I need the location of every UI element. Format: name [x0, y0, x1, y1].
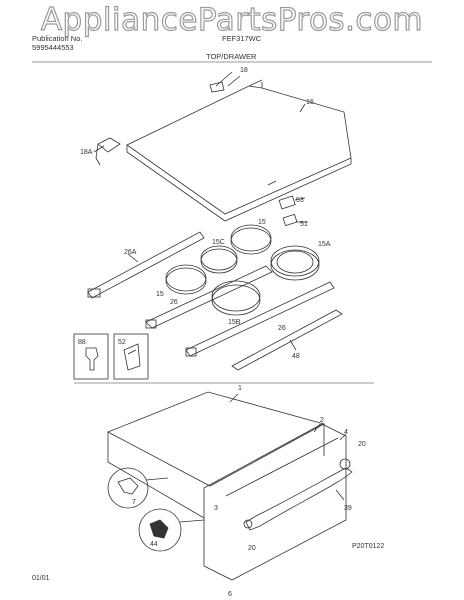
- drawer-handle: [243, 458, 353, 531]
- leader-2: [313, 423, 321, 433]
- callout-1: 1: [238, 385, 242, 392]
- support-rail-26-left: [145, 265, 273, 329]
- detail-circle-7: [107, 467, 169, 509]
- publication-label: Publication No.: [32, 34, 83, 43]
- inset-box-52: [113, 333, 149, 380]
- surface-element-15a: [270, 245, 320, 281]
- leader-18a: [93, 145, 105, 153]
- callout-53: 53: [296, 197, 304, 204]
- leader-1: [229, 393, 239, 403]
- callout-44: 44: [150, 541, 158, 548]
- callout-52: 52: [118, 339, 126, 346]
- leader-39: [335, 489, 345, 501]
- support-rail-26-right: [185, 281, 335, 357]
- callout-26-left: 26: [170, 299, 178, 306]
- drawer-front-panel: [203, 423, 347, 581]
- callout-20-top: 20: [358, 441, 366, 448]
- leader-48: [289, 339, 297, 351]
- callout-39: 39: [344, 505, 352, 512]
- callout-15-top: 15: [258, 219, 266, 226]
- surface-element-15b: [211, 280, 261, 316]
- callout-48: 48: [292, 353, 300, 360]
- inset-box-88: [73, 333, 109, 380]
- callout-18a: 18A: [80, 149, 93, 156]
- switch-51: [282, 213, 308, 227]
- detail-circle-44: [138, 508, 205, 552]
- callout-26-right: 26: [278, 325, 286, 332]
- drawer-body: [107, 391, 326, 519]
- bracket-18a: [95, 137, 121, 166]
- surface-element-15-left: [165, 264, 207, 295]
- surface-element-15c: [230, 224, 272, 255]
- callout-51: 51: [300, 221, 308, 228]
- footer-date: 01/01: [32, 575, 50, 582]
- trim-strip-48: [231, 309, 343, 371]
- model-number: FEF317WC: [222, 34, 262, 43]
- callout-7: 7: [132, 499, 136, 506]
- leader-16: [299, 103, 306, 113]
- callout-88: 88: [78, 339, 86, 346]
- callout-2: 2: [320, 417, 324, 424]
- callout-16: 16: [306, 99, 314, 106]
- callout-6: 6: [228, 591, 232, 598]
- callout-3: 3: [214, 505, 218, 512]
- callout-15-left: 15: [156, 291, 164, 298]
- surface-element-15: [200, 245, 238, 274]
- support-rail-26a: [87, 231, 205, 299]
- callout-15c: 15C: [212, 239, 225, 246]
- callout-18: 18: [240, 67, 248, 74]
- diagram-code: P20T0122: [352, 543, 384, 550]
- switch-53: [278, 195, 306, 210]
- callout-20-bottom: 20: [248, 545, 256, 552]
- leader-26a: [127, 253, 139, 263]
- callout-15b: 15B: [228, 319, 241, 326]
- leader-18: [215, 71, 233, 87]
- clip-18: [209, 75, 241, 93]
- section-title: TOP/DRAWER: [206, 52, 257, 61]
- cooktop-panel: [126, 79, 352, 222]
- callout-15a: 15A: [318, 241, 331, 248]
- leader-4: [339, 433, 347, 441]
- callout-4: 4: [344, 429, 348, 436]
- callout-26a: 26A: [124, 249, 137, 256]
- publication-number: 5995444553: [32, 43, 74, 52]
